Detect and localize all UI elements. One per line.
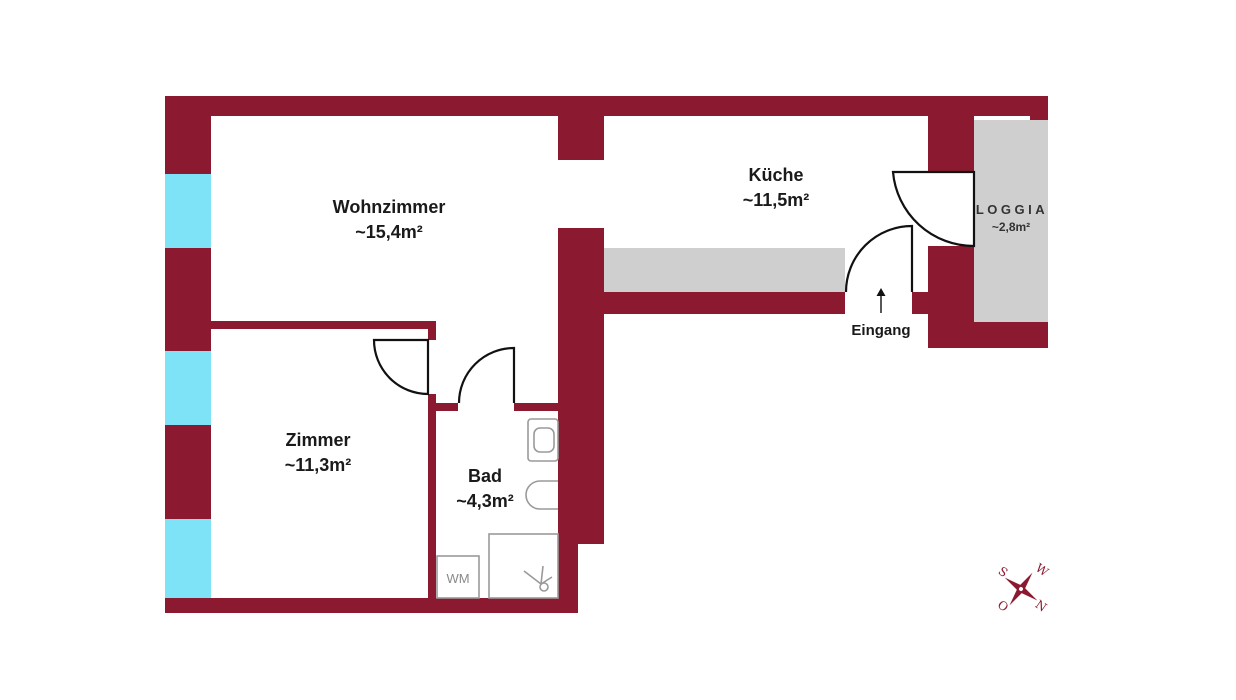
washing-machine-label: WM	[446, 571, 469, 586]
room-name-loggia: LOGGIA	[976, 202, 1048, 217]
room-area-loggia: ~2,8m²	[992, 220, 1030, 234]
loggia-area	[974, 120, 1048, 322]
washing-machine-icon	[436, 555, 480, 599]
shower-tray-icon	[488, 533, 559, 599]
walls	[165, 96, 1048, 613]
sink-icon	[527, 418, 559, 462]
room-area-zimmer: ~11,3m²	[285, 455, 352, 475]
door-bad	[457, 346, 516, 404]
door-zimmer	[372, 338, 430, 396]
compass-w: W	[1033, 561, 1052, 580]
compass-n: N	[1033, 597, 1050, 614]
compass-o: O	[995, 597, 1011, 614]
arrow-up-icon	[876, 288, 886, 313]
door-entrance	[844, 224, 914, 293]
windows	[165, 174, 211, 598]
doors	[372, 170, 976, 404]
bathroom-fixtures	[436, 418, 559, 599]
room-area-kueche: ~11,5m²	[743, 190, 810, 210]
toilet-icon	[525, 480, 558, 510]
entrance-label: Eingang	[851, 322, 910, 339]
door-loggia	[891, 170, 976, 248]
room-name-zimmer: Zimmer	[285, 430, 350, 450]
compass-rose-icon	[1004, 572, 1038, 606]
room-name-bad: Bad	[468, 466, 502, 486]
room-name-wohnzimmer: Wohnzimmer	[333, 197, 446, 217]
kitchen-counter	[604, 248, 845, 292]
room-name-kueche: Küche	[748, 165, 803, 185]
compass-s: S	[996, 564, 1011, 580]
room-area-bad: ~4,3m²	[456, 491, 514, 511]
room-area-wohnzimmer: ~15,4m²	[355, 222, 423, 242]
